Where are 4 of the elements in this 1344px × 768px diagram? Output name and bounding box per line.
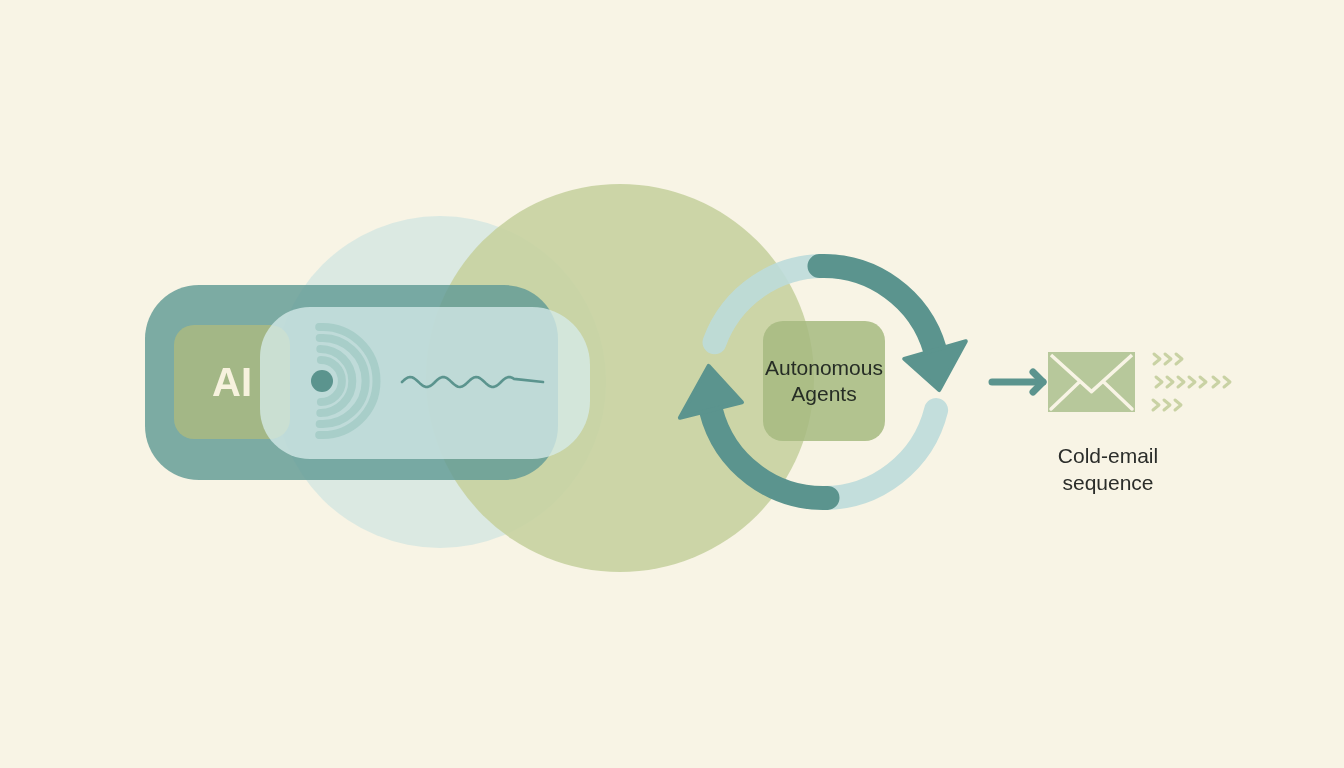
agents-tile: Autonomous Agents: [763, 321, 885, 441]
arrow: [988, 368, 1047, 396]
envelope-label: Cold-email sequence: [1056, 443, 1160, 496]
envelope-icon: [1048, 352, 1135, 412]
